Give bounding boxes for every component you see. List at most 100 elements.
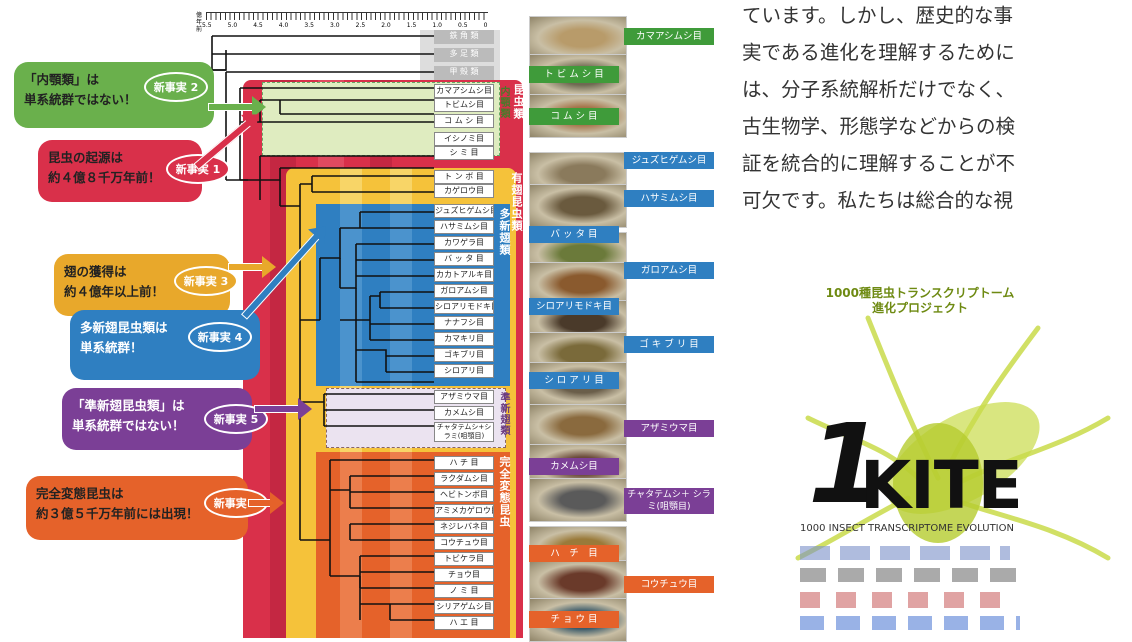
paraneoptera-label: 準新翅類 — [498, 392, 509, 436]
sponsor-logos — [800, 544, 1030, 634]
fact-badge-1: 新事実 2 — [144, 72, 208, 102]
callout-2: 昆虫の起源は約４億８千万年前！ — [38, 140, 202, 202]
body-text-line: は、分子系統解析だけでなく、 — [742, 78, 1016, 101]
logo-numeral: 1 — [808, 400, 885, 528]
taxon-label: ハ チ 目 — [434, 456, 494, 470]
taxon-label: トビムシ目 — [434, 98, 494, 112]
callout-line-2: 約４億８千万年前！ — [48, 170, 161, 185]
taxon-label: シロアリモドキ目 — [434, 300, 494, 314]
callout-line-1: 「準新翅昆虫類」は — [72, 398, 185, 413]
insect-photo — [529, 478, 627, 522]
taxon-label: ハサミムシ目 — [434, 220, 494, 234]
taxon-label: アザミウマ目 — [434, 390, 494, 404]
fact-badge-4: 新事実 4 — [188, 322, 252, 352]
tick-label: 2.5 — [355, 22, 366, 29]
taxon-label: ネジレバネ目 — [434, 520, 494, 534]
taxon-label: カワゲラ目 — [434, 236, 494, 250]
axis-unit-label: 億年前 — [196, 12, 203, 33]
taxon-label: トビケラ目 — [434, 552, 494, 566]
callout-line-2: 単系統群ではない！ — [24, 92, 137, 107]
taxon-label: 鉄 角 類 — [434, 30, 494, 44]
photo-label: カメムシ目 — [529, 458, 619, 475]
taxon-label: カマアシムシ目 — [434, 84, 494, 98]
tick-label: 2.0 — [381, 22, 391, 29]
fact-badge-5: 新事実 5 — [204, 404, 268, 434]
logo-subtitle: 1000 INSECT TRANSCRIPTOME EVOLUTION — [800, 523, 1014, 534]
tick-label: 1.5 — [406, 22, 417, 29]
taxon-label: カカトアルキ目 — [434, 268, 494, 282]
project-title-line2: 進化プロジェクト — [871, 301, 968, 315]
taxon-label: シリアゲムシ目 — [434, 600, 494, 614]
callout-arrow-5 — [254, 398, 312, 420]
taxon-label: コウチュウ目 — [434, 536, 494, 550]
taxon-label: ラクダムシ目 — [434, 472, 494, 486]
tick-label: 1.0 — [432, 22, 442, 29]
taxon-label: カメムシ目 — [434, 406, 494, 420]
logo-word: KITE — [860, 447, 1023, 524]
callout-line-1: 「内顎類」は — [24, 72, 100, 87]
photo-label: チャタテムシ＋ シラミ(咀顎目) — [624, 488, 714, 514]
taxon-label: バ ッ タ 目 — [434, 252, 494, 266]
phylogenetic-tree — [211, 35, 434, 621]
callout-arrow-3 — [228, 256, 276, 278]
taxon-label: シ ミ 目 — [434, 146, 494, 160]
photo-label: ハ チ 目 — [529, 545, 619, 562]
tick-label: 5.5 — [202, 22, 212, 29]
body-text-line: 証を統合的に理解することが不 — [742, 152, 1016, 175]
taxon-label: ノ ミ 目 — [434, 584, 494, 598]
taxon-label: チョウ目 — [434, 568, 494, 582]
callout-line-1: 昆虫の起源は — [48, 150, 124, 165]
fact-badge-3: 新事実 3 — [174, 266, 238, 296]
photo-label: アザミウマ目 — [624, 420, 714, 437]
hexapoda-label: 昆虫類 — [512, 84, 525, 120]
photo-label: ハサミムシ目 — [624, 190, 714, 207]
tick-label: 3.0 — [330, 22, 340, 29]
tick-label: 0.5 — [458, 22, 468, 29]
photo-label: カマアシムシ目 — [624, 28, 714, 45]
callout-line-2: 約３億５千万年前には出現！ — [36, 506, 199, 521]
body-text: ています。しかし、歴史的な事実である進化を理解するためには、分子系統解析だけでな… — [742, 0, 1132, 219]
photo-label: チ ョ ウ 目 — [529, 611, 619, 628]
tick-label: 4.0 — [278, 22, 289, 29]
taxon-label: シロアリ目 — [434, 364, 494, 378]
callout-line-1: 多新翅昆虫類は — [80, 320, 168, 335]
callout-line-2: 約４億年以上前！ — [64, 284, 165, 299]
taxon-label: ハ エ 目 — [434, 616, 494, 630]
taxon-label: ト ン ボ 目 — [434, 170, 494, 184]
photo-label: ト ビ ム シ 目 — [529, 66, 619, 83]
insect-photo — [529, 184, 627, 228]
photo-label: シロアリモドキ目 — [529, 298, 619, 315]
photo-label: バ ッ タ 目 — [529, 226, 619, 243]
kite-logo: 1 KITE — [808, 404, 1048, 530]
polyneoptera-label: 多新翅類 — [498, 208, 511, 256]
body-text-line: ています。しかし、歴史的な事 — [742, 4, 1014, 27]
taxon-label: ガロアムシ目 — [434, 284, 494, 298]
insect-photo — [529, 404, 627, 448]
callout-6: 完全変態昆虫は約３億５千万年前には出現！ — [26, 476, 248, 540]
tick-label: 5.0 — [227, 22, 238, 29]
taxon-label: ナナフシ目 — [434, 316, 494, 330]
tick-label: 3.5 — [304, 22, 314, 29]
photo-label: ゴ キ ブ リ 目 — [624, 336, 714, 353]
callout-line-1: 翅の獲得は — [64, 264, 127, 279]
photo-label: ガロアムシ目 — [624, 262, 714, 279]
taxon-label: イシノミ目 — [434, 132, 494, 146]
taxon-label: 多 足 類 — [434, 48, 494, 62]
taxon-label: コ ム シ 目 — [434, 114, 494, 128]
taxon-label: カゲロウ目 — [434, 184, 494, 198]
callout-arrow-6 — [248, 492, 284, 514]
photo-label: シ ロ ア リ 目 — [529, 372, 619, 389]
tick-label: 4.5 — [253, 22, 263, 29]
callout-arrow-1 — [208, 96, 266, 118]
taxon-label: 甲 殻 類 — [434, 66, 494, 80]
project-title: 1000種昆虫トランスクリプトーム 進化プロジェクト — [770, 286, 1070, 316]
project-title-line1: 1000種昆虫トランスクリプトーム — [825, 286, 1015, 300]
callout-line-1: 完全変態昆虫は — [36, 486, 124, 501]
photo-label: コウチュウ目 — [624, 576, 714, 593]
taxon-label: チャタテムシ+シラミ(咀顎目) — [434, 422, 494, 442]
body-text-line: 古生物学、形態学などからの検 — [742, 115, 1016, 138]
callout-line-2: 単系統群ではない！ — [72, 418, 185, 433]
callout-line-2: 単系統群！ — [80, 340, 143, 355]
pterygota-label: 有翅昆虫類 — [510, 172, 523, 232]
